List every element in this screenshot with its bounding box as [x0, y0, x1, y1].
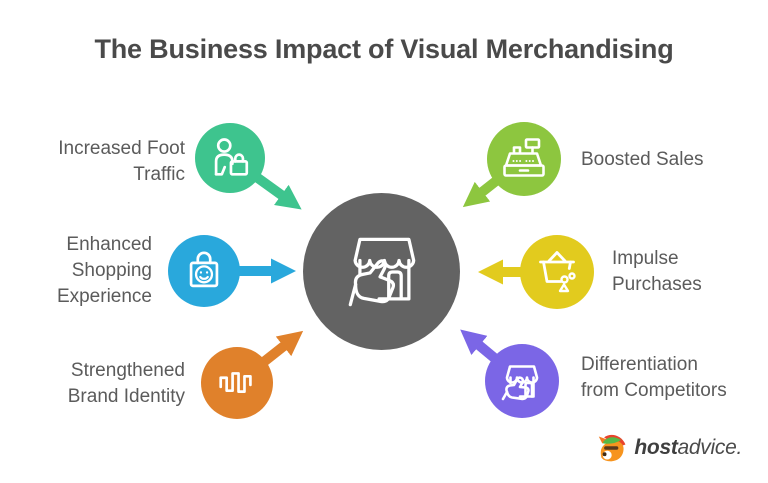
label-increased-foot-traffic: Increased Foot Traffic — [58, 138, 185, 185]
logo-text-advice: advice. — [677, 436, 743, 459]
storefront-thumbs-up-icon — [348, 237, 415, 306]
bubble-impulse-purchases — [520, 235, 594, 309]
hostadvice-logo-text: hostadvice. — [634, 436, 742, 460]
person-shopping-bag-icon — [214, 138, 249, 176]
label-enhanced-shopping-experience: Enhanced Shopping Experience — [56, 234, 152, 307]
page-title: The Business Impact of Visual Merchandis… — [94, 34, 674, 64]
bubble-strengthened-brand-identity — [201, 347, 273, 419]
label-boosted-sales: Boosted Sales — [581, 149, 704, 170]
cash-register-icon — [503, 138, 545, 177]
center-visual-merchandising-circle — [303, 193, 460, 350]
bubble-boosted-sales — [487, 122, 561, 196]
bubble-increased-foot-traffic — [195, 123, 265, 193]
label-differentiation-from-competitors: Differentiation from Competitors — [581, 354, 727, 401]
shopping-basket-icon — [539, 251, 576, 293]
waveform-icon — [219, 372, 252, 393]
bubble-enhanced-shopping-experience — [168, 235, 240, 307]
hostadvice-fox-icon — [599, 434, 626, 462]
logo-text-host: host — [634, 436, 678, 459]
hostadvice-logo: hostadvice. — [597, 432, 742, 464]
label-impulse-purchases: Impulse Purchases — [612, 248, 702, 295]
storefront-thumbs-down-icon — [501, 365, 539, 401]
bubble-differentiation-from-competitors — [485, 344, 559, 418]
label-strengthened-brand-identity: Strengthened Brand Identity — [67, 360, 185, 407]
shopping-bag-smiley-icon — [189, 251, 219, 288]
